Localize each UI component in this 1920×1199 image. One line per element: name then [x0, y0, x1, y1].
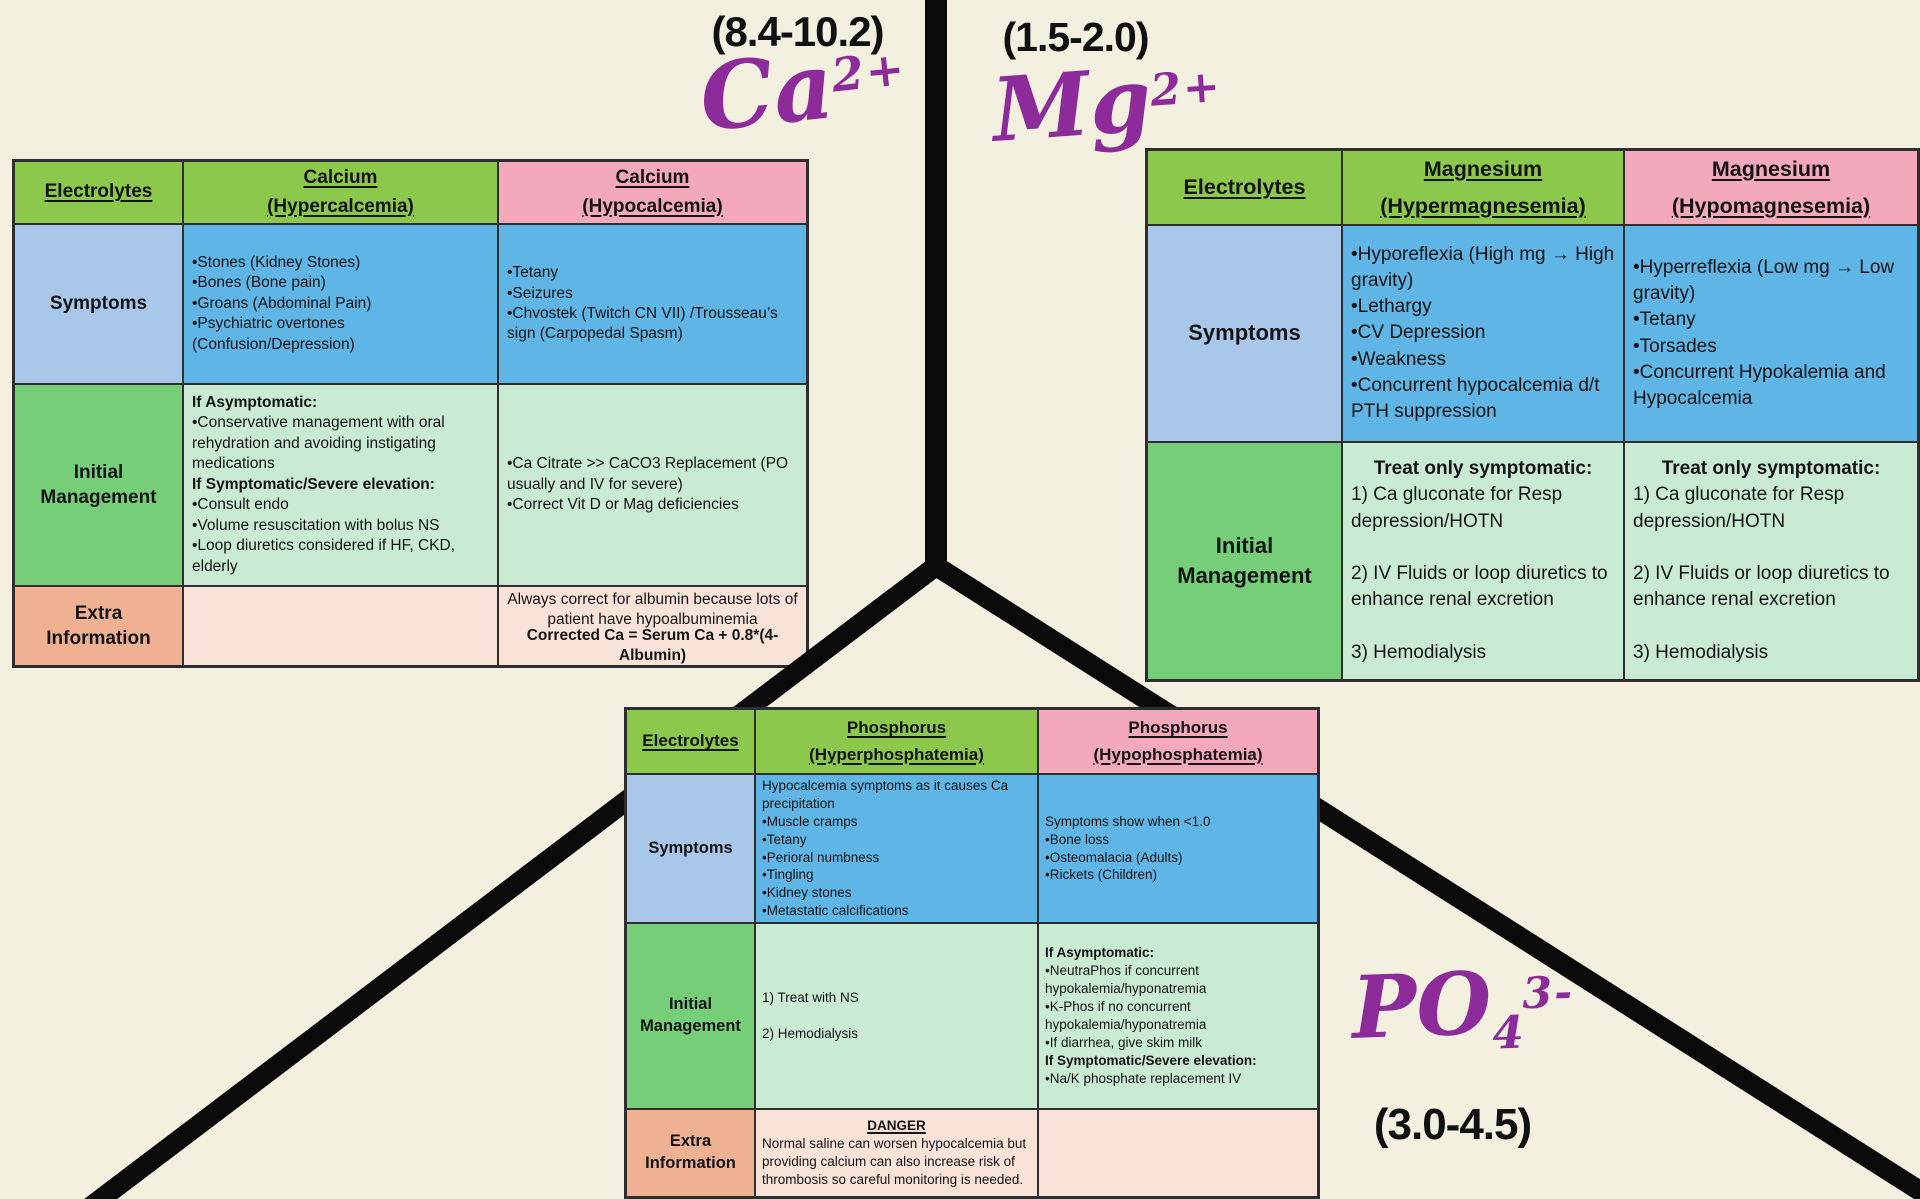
- phosphorus-symptoms-row-label: Symptoms: [626, 774, 755, 923]
- column-title: Calcium: [615, 167, 690, 188]
- hypomagnesemia-symptoms-cell: •Hyperreflexia (Low mg → Low gravity)•Te…: [1624, 225, 1918, 442]
- hyperphosphatemia-column-header: Phosphorus (Hyperphosphatemia): [755, 709, 1038, 774]
- hyperphosphatemia-management-cell: 1) Treat with NS 2) Hemodialysis: [755, 923, 1038, 1109]
- calcium-table: Electrolytes Calcium (Hypercalcemia) Cal…: [12, 159, 809, 668]
- phosphate-ion-annotation: PO43-: [1350, 953, 1576, 1061]
- hypophosphatemia-extra-cell: [1038, 1109, 1318, 1197]
- phosphorus-corner-header: Electrolytes: [626, 709, 755, 774]
- ion-charge: 2+: [828, 41, 909, 103]
- magnesium-corner-header: Electrolytes: [1147, 150, 1342, 225]
- calcium-normal-range: (8.4-10.2): [711, 8, 884, 55]
- electrolytes-label: Electrolytes: [642, 731, 739, 751]
- left-diagonal-connector-line: [84, 558, 943, 1199]
- right-diagonal-connector-line: [930, 557, 1920, 1199]
- calcium-corner-header: Electrolytes: [14, 161, 183, 224]
- hypomagnesemia-management-cell: Treat only symptomatic:1) Ca gluconate f…: [1624, 442, 1918, 680]
- hypercalcemia-column-header: Calcium (Hypercalcemia): [183, 161, 498, 224]
- calcium-hypercalcemia-management-cell: If Asymptomatic:•Conservative management…: [183, 384, 498, 586]
- calcium-hypocalcemia-management-cell: •Ca Citrate >> CaCO3 Replacement (PO usu…: [498, 384, 807, 586]
- phosphorus-management-row-label: Initial Management: [626, 923, 755, 1109]
- ion-symbol: Mg: [988, 47, 1155, 162]
- column-subtitle: (Hypophosphatemia): [1093, 744, 1263, 764]
- column-title: Phosphorus: [1128, 718, 1228, 738]
- hypermagnesemia-symptoms-cell: •Hyporeflexia (High mg → High gravity)•L…: [1342, 225, 1624, 442]
- column-title: Magnesium: [1711, 156, 1831, 181]
- calcium-management-row-label: Initial Management: [14, 384, 183, 586]
- calcium-hypercalcemia-extra-cell: [183, 586, 498, 666]
- hypermagnesemia-column-header: Magnesium (Hypermagnesemia): [1342, 150, 1624, 225]
- ion-symbol: PO: [1350, 953, 1494, 1059]
- electrolytes-label: Electrolytes: [44, 181, 153, 203]
- hypocalcemia-column-header: Calcium (Hypocalcemia): [498, 161, 807, 224]
- magnesium-normal-range: (1.5-2.0): [1002, 14, 1150, 60]
- column-title: Phosphorus: [846, 718, 947, 738]
- ion-subscript: 4: [1491, 1005, 1525, 1060]
- column-subtitle: (Hypercalcemia): [267, 195, 414, 217]
- column-subtitle: (Hypomagnesemia): [1671, 193, 1871, 218]
- connector-junction: [925, 555, 947, 577]
- hypomagnesemia-column-header: Magnesium (Hypomagnesemia): [1624, 150, 1918, 225]
- magnesium-ion-annotation: Mg2+: [989, 47, 1225, 162]
- phosphorus-extra-row-label: Extra Information: [626, 1109, 755, 1197]
- calcium-hypercalcemia-symptoms-cell: •Stones (Kidney Stones)•Bones (Bone pain…: [183, 224, 498, 384]
- hypophosphatemia-column-header: Phosphorus (Hypophosphatemia): [1038, 709, 1318, 774]
- phosphorus-table: Electrolytes Phosphorus (Hyperphosphatem…: [624, 707, 1320, 1199]
- magnesium-symptoms-row-label: Symptoms: [1147, 225, 1342, 442]
- magnesium-table: Electrolytes Magnesium (Hypermagnesemia)…: [1145, 148, 1920, 682]
- ion-symbol: Ca: [694, 31, 839, 153]
- ion-charge: 3-: [1521, 967, 1575, 1020]
- ion-charge: 2+: [1148, 60, 1224, 117]
- hypophosphatemia-symptoms-cell: Symptoms show when <1.0•Bone loss•Osteom…: [1038, 774, 1318, 923]
- magnesium-management-row-label: Initial Management: [1147, 442, 1342, 680]
- calcium-hypocalcemia-symptoms-cell: •Tetany•Seizures•Chvostek (Twitch CN VII…: [498, 224, 807, 384]
- column-subtitle: (Hyperphosphatemia): [809, 744, 984, 764]
- calcium-symptoms-row-label: Symptoms: [14, 224, 183, 384]
- electrolytes-label: Electrolytes: [1183, 175, 1306, 200]
- column-title: Magnesium: [1423, 156, 1543, 181]
- column-subtitle: (Hypermagnesemia): [1380, 193, 1586, 218]
- column-title: Calcium: [303, 167, 378, 188]
- column-subtitle: (Hypocalcemia): [582, 195, 723, 217]
- hyperphosphatemia-symptoms-cell: Hypocalcemia symptoms as it causes Ca pr…: [755, 774, 1038, 923]
- calcium-hypocalcemia-extra-cell: Always correct for albumin because lots …: [498, 586, 807, 666]
- hypophosphatemia-management-cell: If Asymptomatic:•NeutraPhos if concurren…: [1038, 923, 1318, 1109]
- hypermagnesemia-management-cell: Treat only symptomatic:1) Ca gluconate f…: [1342, 442, 1624, 680]
- phosphate-normal-range: (3.0-4.5): [1373, 1100, 1532, 1149]
- calcium-extra-row-label: Extra Information: [14, 586, 183, 666]
